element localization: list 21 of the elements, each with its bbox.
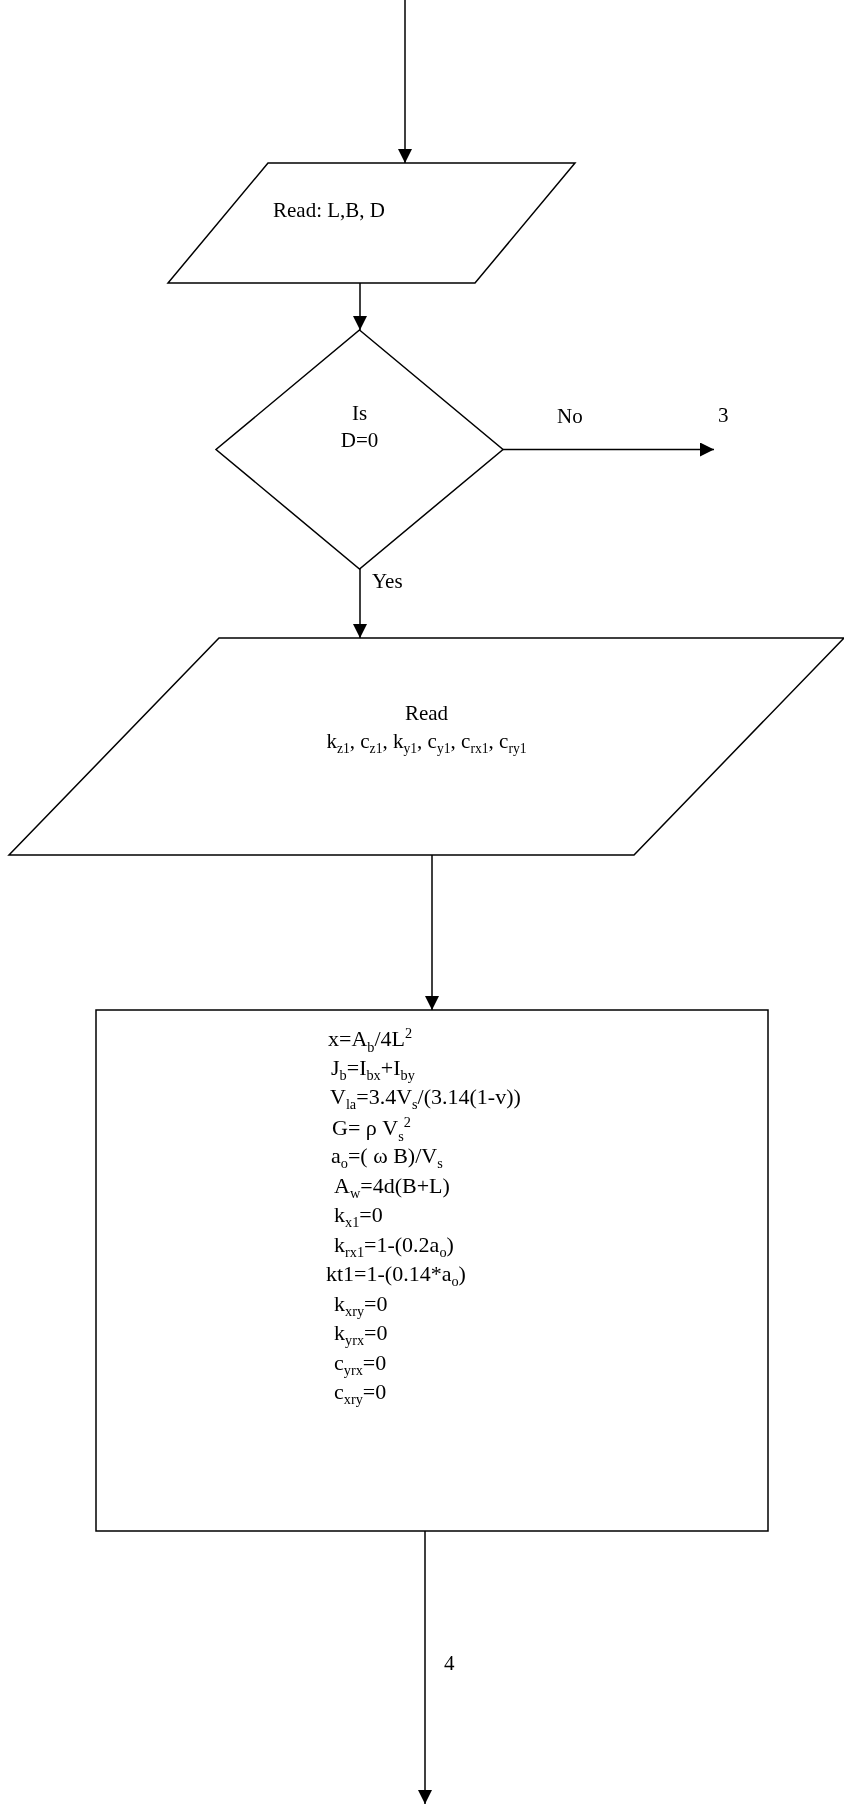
node-text: Is D=0 — [339, 400, 380, 455]
arrow — [425, 854, 439, 1011]
formula-text: A$_{w}$=4d(B+L) — [334, 1171, 450, 1203]
formula-text: V$_{la}$=3.4V$_{s}$/(3.14(1-v)) — [330, 1083, 521, 1114]
node-text: Read — [403, 700, 450, 727]
arrow — [353, 568, 367, 639]
node-text: k$_{z1}$, c$_{z1}$, k$_{y1}$, c$_{y1}$, c$_{rx1}$, c$_{ry1}$ — [325, 728, 528, 758]
formula-text: k$_{xry}$=0 — [334, 1289, 388, 1321]
arrow — [398, 0, 412, 164]
formula-text: c$_{yrx}$=0 — [334, 1348, 387, 1380]
formula-text: k$_{yrx}$=0 — [334, 1319, 388, 1350]
node-text: Read: L,B, D — [273, 197, 385, 224]
node-text: 3 — [718, 402, 729, 429]
arrow — [418, 1530, 432, 1805]
formula-text: k$_{x1}$=0 — [334, 1201, 383, 1232]
formula-text: a$_{o}$=( ω B)/V$_{s}$ — [331, 1142, 443, 1173]
arrow — [353, 282, 367, 331]
formula-text: k$_{rx1}$=1-(0.2a$_{o}$) — [334, 1230, 454, 1262]
arrow — [502, 442, 715, 457]
formula-text: c$_{xry}$=0 — [334, 1378, 387, 1409]
formula-text: kt1=1-(0.14*a$_{o}$) — [326, 1260, 466, 1291]
